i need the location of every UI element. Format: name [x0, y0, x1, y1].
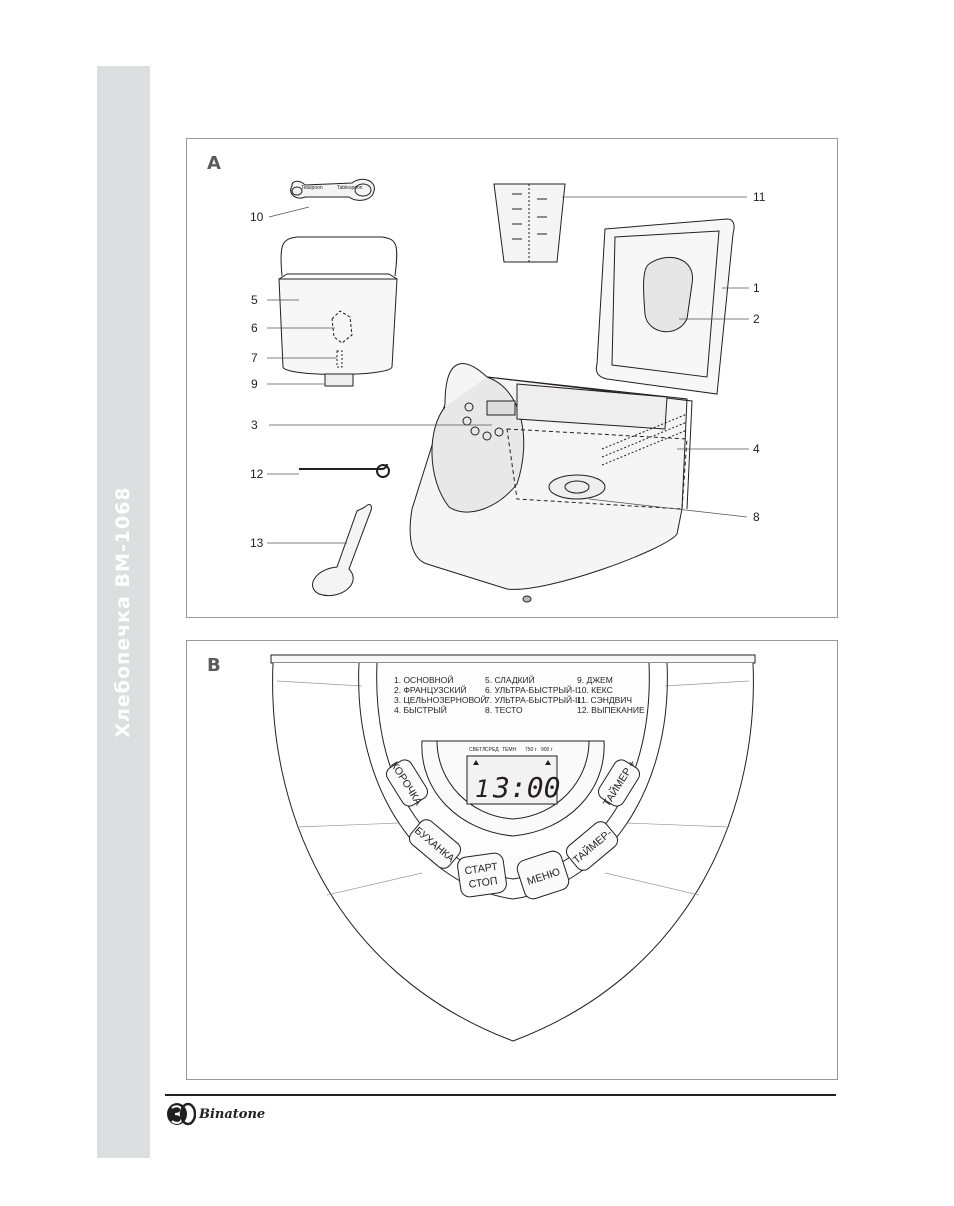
binatone-logo-icon [167, 1102, 196, 1126]
control-panel-diagram: 1. ОСНОВНОЙ 2. ФРАНЦУЗСКИЙ 3. ЦЕЛЬНОЗЕРН… [270, 654, 756, 1042]
lcd-display: СВЕТЛ СРЕД ТЕМН 750 г 900 г 1 3:00 [466, 747, 560, 805]
indicator-900g: 900 г [541, 747, 553, 753]
callout-7: 7 [251, 351, 258, 365]
program-item: 5. СЛАДКИЙ [485, 674, 535, 685]
panel-b-control-panel: B 1. ОСНОВНОЙ 2. ФРАНЦУЗСКИЙ [186, 640, 838, 1080]
measuring-cup [493, 183, 566, 263]
callout-11: 11 [753, 190, 766, 204]
menu-button[interactable] [515, 849, 571, 901]
program-item: 3. ЦЕЛЬНОЗЕРНОВОЙ [394, 694, 487, 705]
program-item: 10. КЕКС [577, 685, 613, 695]
footer-rule [165, 1094, 836, 1096]
brand-logo: Binatone [166, 1102, 265, 1126]
timer-plus-button[interactable] [595, 757, 642, 809]
program-item: 6. УЛЬТРА-БЫСТРЫЙ-I [485, 684, 577, 695]
panel-b-letter: B [207, 655, 221, 676]
panel-a-exploded-view: A [186, 138, 838, 618]
crust-button[interactable] [383, 757, 430, 809]
bread-pan [278, 236, 398, 387]
program-item: 7. УЛЬТРА-БЫСТРЫЙ-II [485, 694, 580, 705]
lcd-time: 3:00 [492, 771, 560, 804]
brand-name: Binatone [199, 1106, 266, 1122]
side-strip [97, 66, 150, 1158]
indicator-light: СВЕТЛ [469, 747, 486, 753]
start-stop-button[interactable] [456, 852, 507, 898]
program-item: 2. ФРАНЦУЗСКИЙ [394, 684, 467, 695]
triangle-marker-right [545, 760, 551, 765]
indicator-medium: СРЕД [485, 747, 499, 753]
program-item: 1. ОСНОВНОЙ [394, 674, 453, 685]
callout-1: 1 [753, 281, 760, 295]
kneading-hook [299, 463, 390, 478]
start-button-label: СТАРТ [464, 861, 499, 878]
callout-4: 4 [753, 442, 760, 456]
stop-button-label: СТОП [468, 875, 498, 891]
spoon-label-teaspoon: Teaspoon [301, 185, 323, 191]
callout-8: 8 [753, 510, 760, 524]
timer-minus-button[interactable] [563, 818, 621, 873]
panel-a-letter: A [207, 153, 221, 174]
side-title: Хлебопечка BM-1068 [112, 486, 134, 738]
triangle-marker-left [473, 760, 479, 765]
program-item: 11. СЭНДВИЧ [577, 695, 632, 705]
callout-6: 6 [251, 321, 258, 335]
callout-5: 5 [251, 293, 258, 307]
bread-maker-body [409, 218, 735, 603]
callout-10: 10 [250, 210, 264, 224]
program-list: 1. ОСНОВНОЙ 2. ФРАНЦУЗСКИЙ 3. ЦЕЛЬНОЗЕРН… [394, 674, 645, 715]
program-item: 12. ВЫПЕКАНИЕ [577, 705, 645, 715]
program-item: 8. ТЕСТО [485, 705, 523, 715]
spoon-label-tablespoon: Tablespoon [337, 185, 363, 191]
program-item: 9. ДЖЕМ [577, 675, 613, 685]
indicator-750g: 750 г [525, 747, 537, 753]
spatula [312, 504, 372, 596]
bread-maker-parts-diagram: Teaspoon Tablespoon 10 5 6 7 9 3 12 13 1… [250, 178, 766, 603]
callout-13: 13 [250, 536, 264, 550]
callout-2: 2 [753, 312, 760, 326]
lcd-program-number: 1 [475, 775, 489, 803]
callout-12: 12 [250, 467, 264, 481]
loaf-button[interactable] [406, 816, 464, 871]
program-item: 4. БЫСТРЫЙ [394, 704, 447, 715]
indicator-dark: ТЕМН [502, 747, 517, 753]
callout-9: 9 [251, 377, 258, 391]
callout-3: 3 [251, 418, 258, 432]
measuring-spoon [290, 178, 375, 201]
